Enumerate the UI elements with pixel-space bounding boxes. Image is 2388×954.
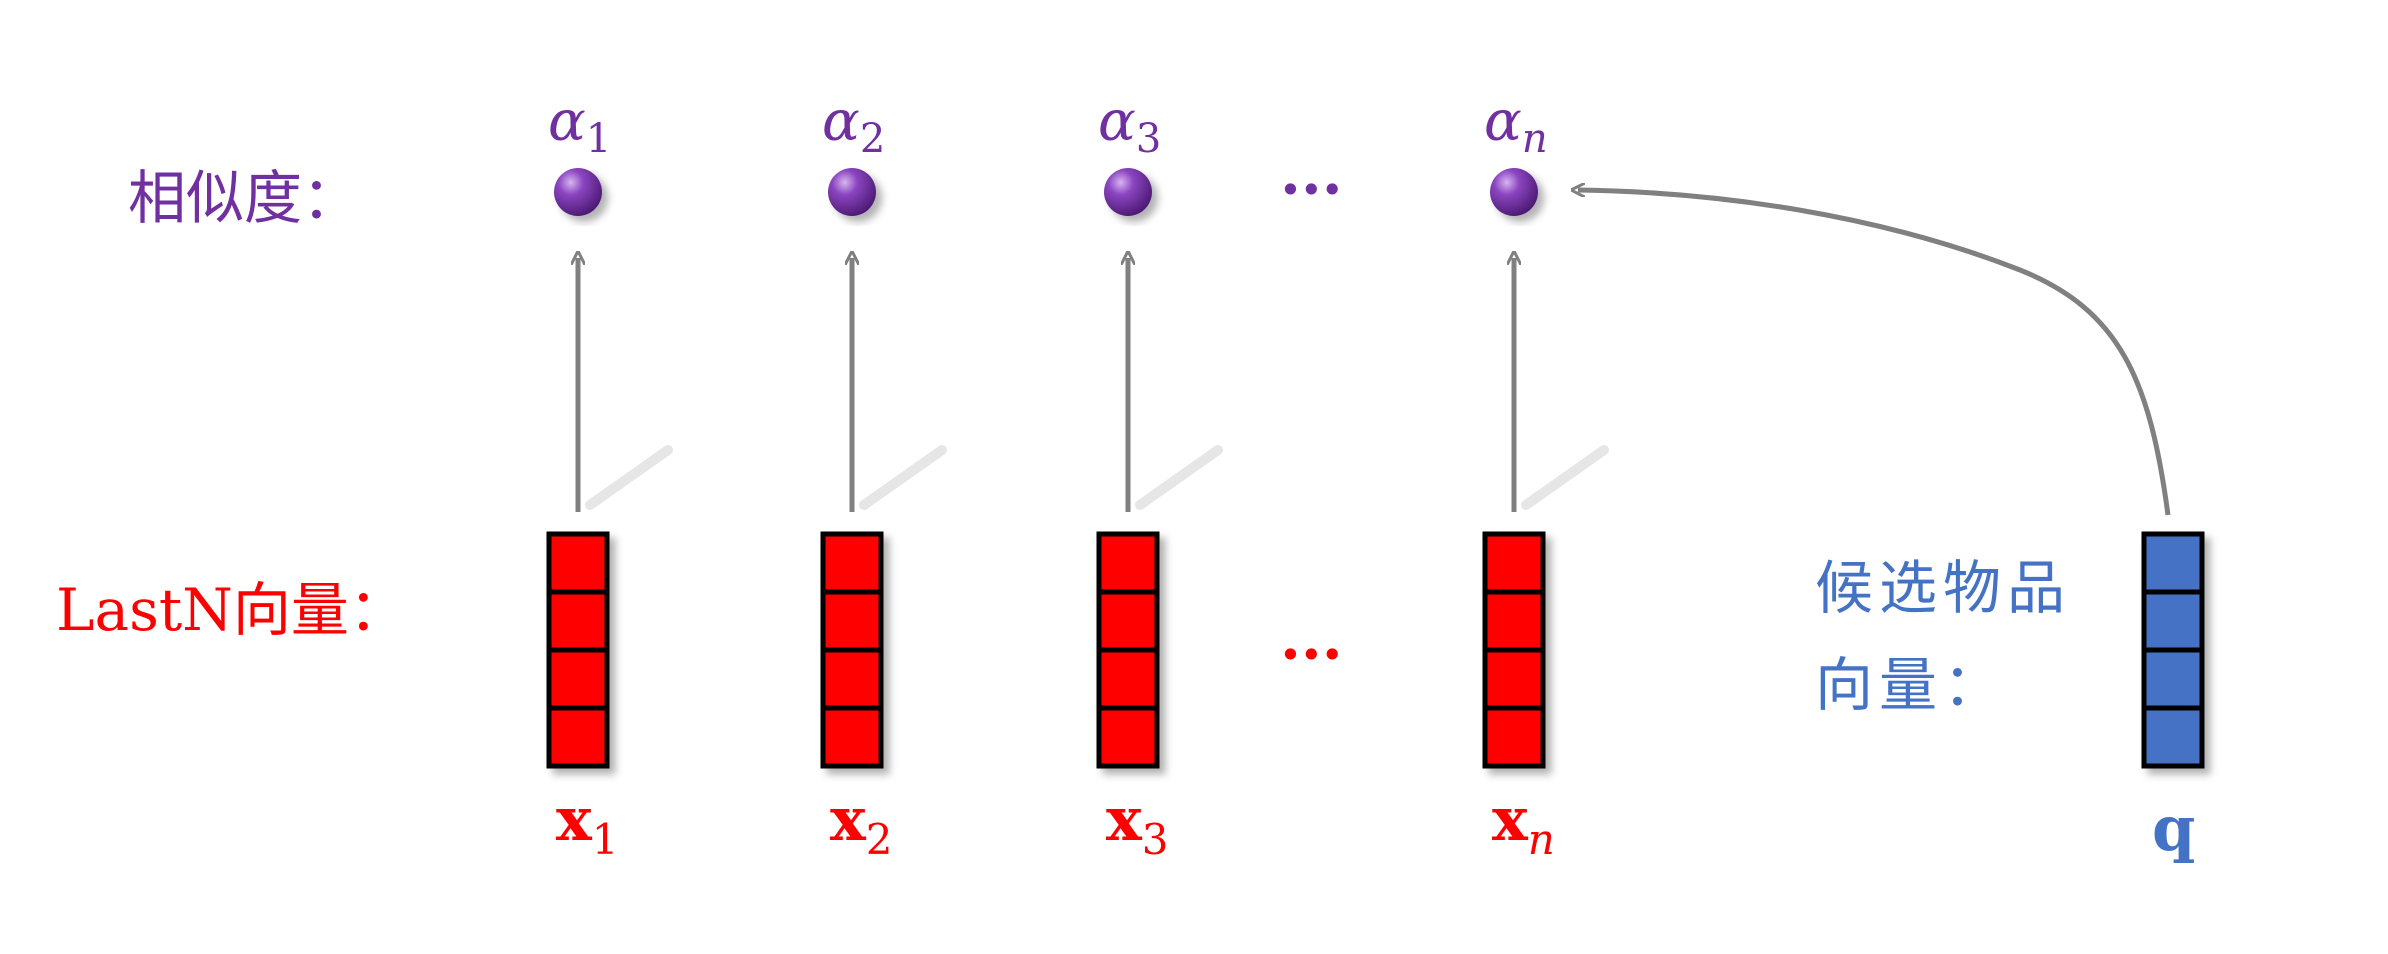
query-to-alpha-n-arrow: [1578, 190, 2171, 516]
x-subscript: 3: [1142, 815, 1169, 864]
x-base: x: [1106, 785, 1143, 855]
shadow-streak: [585, 445, 673, 510]
alpha-subscript: 3: [1136, 116, 1161, 162]
lastn-vector: [820, 531, 884, 769]
alpha-base: α: [1098, 89, 1136, 154]
alpha-label: α2: [822, 89, 885, 162]
vector-cell: [546, 531, 610, 595]
lastn-vector: [1096, 531, 1160, 769]
shadow-streak: [1521, 445, 1609, 510]
vector-cell: [546, 705, 610, 769]
x-subscript: n: [1528, 815, 1555, 864]
alpha-subscript: 2: [860, 116, 885, 162]
alpha-label: α1: [548, 89, 611, 162]
alpha-label: αn: [1484, 89, 1548, 162]
vector-cell: [1482, 705, 1546, 769]
lastn-vector: [546, 531, 610, 769]
alpha-label: α3: [1098, 89, 1161, 162]
candidate-label-line2: 向量：: [1815, 651, 2007, 719]
alpha-base: α: [548, 89, 586, 154]
vector-cell: [546, 589, 610, 653]
shadow-streak: [859, 445, 947, 510]
vector-cell: [820, 705, 884, 769]
vector-cell: [1096, 705, 1160, 769]
query-vector: [2141, 531, 2205, 769]
x-base: x: [1492, 785, 1529, 855]
vector-ellipsis: ···: [1280, 620, 1343, 690]
x-subscript: 2: [866, 815, 893, 864]
x-label: xn: [1492, 785, 1555, 864]
vector-cell: [1482, 647, 1546, 711]
vector-cell: [1482, 589, 1546, 653]
vector-cell: [820, 531, 884, 595]
alpha-subscript: 1: [586, 116, 611, 162]
vector-cell: [820, 589, 884, 653]
x-base: x: [556, 785, 593, 855]
x-subscript: 1: [592, 815, 619, 864]
vector-cell: [1096, 531, 1160, 595]
vector-cell: [1482, 531, 1546, 595]
similarity-label: 相似度：: [128, 164, 360, 232]
similarity-point: [1104, 168, 1152, 216]
lastn-vector: [1482, 531, 1546, 769]
lastn-vectors-label: LastN向量：: [56, 576, 407, 644]
vector-cell: [546, 647, 610, 711]
alpha-base: α: [822, 89, 860, 154]
x-label: x1: [556, 785, 619, 864]
similarity-point: [828, 168, 876, 216]
alpha-base: α: [1484, 89, 1522, 154]
candidate-label-line1: 候选物品: [1815, 554, 2071, 622]
similarity-point: [1490, 168, 1538, 216]
query-label: q: [2152, 792, 2195, 865]
x-label: x3: [1106, 785, 1169, 864]
vector-cell: [820, 647, 884, 711]
shadow-streak: [1135, 445, 1223, 510]
similarity-point: [554, 168, 602, 216]
vector-cell: [1096, 589, 1160, 653]
vector-cell: [1096, 647, 1160, 711]
similarity-ellipsis: ···: [1280, 155, 1343, 225]
x-label: x2: [830, 785, 893, 864]
alpha-subscript: n: [1522, 116, 1548, 162]
x-base: x: [830, 785, 867, 855]
